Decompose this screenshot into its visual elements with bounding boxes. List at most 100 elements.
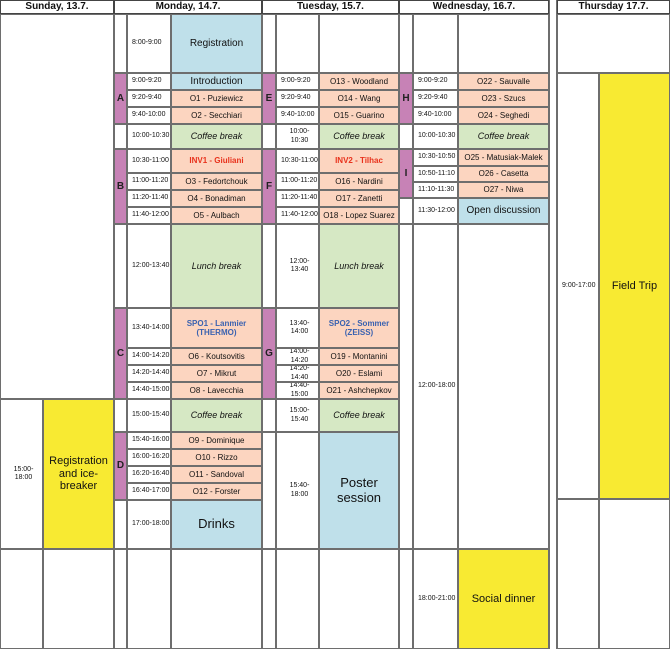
session-label-h: H (399, 73, 413, 124)
thursday-time: 9:00-17:00 (557, 73, 599, 499)
tuesday-s1-item-1: O14 - Wang (319, 90, 399, 107)
tuesday-s3-time-1: 14:20-14:40 (276, 365, 319, 382)
tuesday-s1-time-0: 9:00-9:20 (276, 73, 319, 90)
monday-s2-item-2: O4 - Bonadiman (171, 190, 262, 207)
monday-lunch-time: 12:00-13:40 (127, 224, 171, 308)
monday-s4-item-1: O10 - Rizzo (171, 449, 262, 466)
monday-coffee2: Coffee break (171, 399, 262, 432)
session-label-e: E (262, 73, 276, 124)
monday-coffee1: Coffee break (171, 124, 262, 149)
wednesday-early (458, 14, 549, 73)
monday-s4-time-0: 15:40-16:00 (127, 432, 171, 449)
tuesday-poster-time: 15:40-18:00 (276, 432, 319, 549)
monday-registration: Registration (171, 14, 262, 73)
monday-s2-time-0: 10:30-11:00 (127, 149, 171, 173)
wednesday-s2-time-1: 10:50-11:10 (413, 166, 458, 182)
tuesday-evening (319, 549, 399, 649)
tuesday-s2-time-3: 11:40-12:00 (276, 207, 319, 224)
wednesday-discussion-time: 11:30-12:00 (413, 198, 458, 224)
monday-s2-item-3: O5 - Aulbach (171, 207, 262, 224)
wednesday-spacer-discussion (399, 198, 413, 224)
tuesday-s1-time-2: 9:40-10:00 (276, 107, 319, 124)
tuesday-lunch-time: 12:00-13:40 (276, 224, 319, 308)
tuesday-spacer-coffee2 (262, 399, 276, 432)
tuesday-coffee1-time: 10:00-10:30 (276, 124, 319, 149)
tuesday-coffee2: Coffee break (319, 399, 399, 432)
wednesday-s2-time-2: 11:10-11:30 (413, 182, 458, 198)
monday-spacer-evening (114, 549, 127, 649)
wednesday-spacer-dinner (399, 549, 413, 649)
monday-drinks-time: 17:00-18:00 (127, 500, 171, 549)
tuesday-s1-item-0: O13 - Woodland (319, 73, 399, 90)
tuesday-s2-item-0: INV2 - Tilhac (319, 149, 399, 173)
monday-registration-time: 8:00-9:00 (127, 14, 171, 73)
monday-s1-time-1: 9:20-9:40 (127, 90, 171, 107)
tuesday-s1-item-2: O15 - Guarino (319, 107, 399, 124)
monday-s1-item-0: Introduction (171, 73, 262, 90)
wednesday-s2-time-0: 10:30-10:50 (413, 149, 458, 166)
tuesday-s2-item-1: O16 - Nardini (319, 173, 399, 190)
tuesday-spacer-lunch (262, 224, 276, 308)
tuesday-early (319, 14, 399, 73)
wednesday-free-time: 12:00-18:00 (413, 224, 458, 549)
monday-coffee1-time: 10:00-10:30 (127, 124, 171, 149)
header-sunday: Sunday, 13.7. (0, 0, 114, 14)
monday-s2-item-1: O3 - Fedortchouk (171, 173, 262, 190)
tuesday-sponsor-talk-line-1: SPO2 - Sommer (328, 318, 390, 328)
session-label-g: G (262, 308, 276, 399)
monday-s1-item-1: O1 - Puziewicz (171, 90, 262, 107)
wednesday-s2-item-0: O25 - Matusiak-Malek (458, 149, 549, 166)
tuesday-s2-item-3: O18 - Lopez Suarez (319, 207, 399, 224)
tuesday-spo-time: 13:40-14:00 (276, 308, 319, 348)
tuesday-lunch: Lunch break (319, 224, 399, 308)
wednesday-s1-time-0: 9:00-9:20 (413, 73, 458, 90)
monday-s1-time-0: 9:00-9:20 (127, 73, 171, 90)
thursday-evening-time (557, 499, 599, 649)
tuesday-spacer-coffee1 (262, 124, 276, 149)
monday-s4-item-0: O9 - Dominique (171, 432, 262, 449)
header-wednesday: Wednesday, 16.7. (399, 0, 549, 14)
monday-s1-time-2: 9:40-10:00 (127, 107, 171, 124)
session-label-f: F (262, 149, 276, 224)
monday-s4-time-2: 16:20-16:40 (127, 466, 171, 483)
monday-s3-time-2: 14:40-15:00 (127, 382, 171, 399)
monday-evening (171, 549, 262, 649)
tuesday-s3-item-1: O20 - Eslami (319, 365, 399, 382)
monday-s3-item-2: O8 - Lavecchia (171, 382, 262, 399)
tuesday-sponsor-talk: SPO2 - Sommer(ZEISS) (319, 308, 399, 348)
tuesday-s3-time-2: 14:40-15:00 (276, 382, 319, 399)
session-label-c: C (114, 308, 127, 399)
monday-s3-item-0: O6 - Koutsovitis (171, 348, 262, 365)
wednesday-s1-time-2: 9:40-10:00 (413, 107, 458, 124)
thursday-early (557, 14, 670, 73)
tuesday-early-time (276, 14, 319, 73)
monday-s3-item-1: O7 - Mikrut (171, 365, 262, 382)
wednesday-early-time (413, 14, 458, 73)
monday-s4-item-3: O12 - Forster (171, 483, 262, 500)
monday-coffee2-time: 15:00-15:40 (127, 399, 171, 432)
wednesday-spacer-coffee (399, 124, 413, 149)
header-monday: Monday, 14.7. (114, 0, 262, 14)
wednesday-open-discussion: Open discussion (458, 198, 549, 224)
wednesday-coffee: Coffee break (458, 124, 549, 149)
wednesday-free-afternoon (458, 224, 549, 549)
tuesday-s2-time-0: 10:30-11:00 (276, 149, 319, 173)
tuesday-s3-time-0: 14:00-14:20 (276, 348, 319, 365)
monday-evening-time (127, 549, 171, 649)
sunday-empty-evening (43, 549, 114, 649)
thursday-evening (599, 499, 670, 649)
wednesday-s2-item-2: O27 - Niwa (458, 182, 549, 198)
wednesday-coffee-time: 10:00-10:30 (413, 124, 458, 149)
header-tuesday: Tuesday, 15.7. (262, 0, 399, 14)
monday-s4-item-2: O11 - Sandoval (171, 466, 262, 483)
sunday-time: 15:00-18:00 (0, 399, 43, 549)
header-thursday: Thursday 17.7. (557, 0, 670, 14)
monday-s4-time-1: 16:00-16:20 (127, 449, 171, 466)
tuesday-spacer-poster (262, 432, 276, 549)
monday-s4-time-3: 16:40-17:00 (127, 483, 171, 500)
session-label-a: A (114, 73, 127, 124)
session-label-i: I (399, 149, 413, 198)
wednesday-spacer-afternoon (399, 224, 413, 549)
monday-s2-item-0: INV1 - Giuliani (171, 149, 262, 173)
